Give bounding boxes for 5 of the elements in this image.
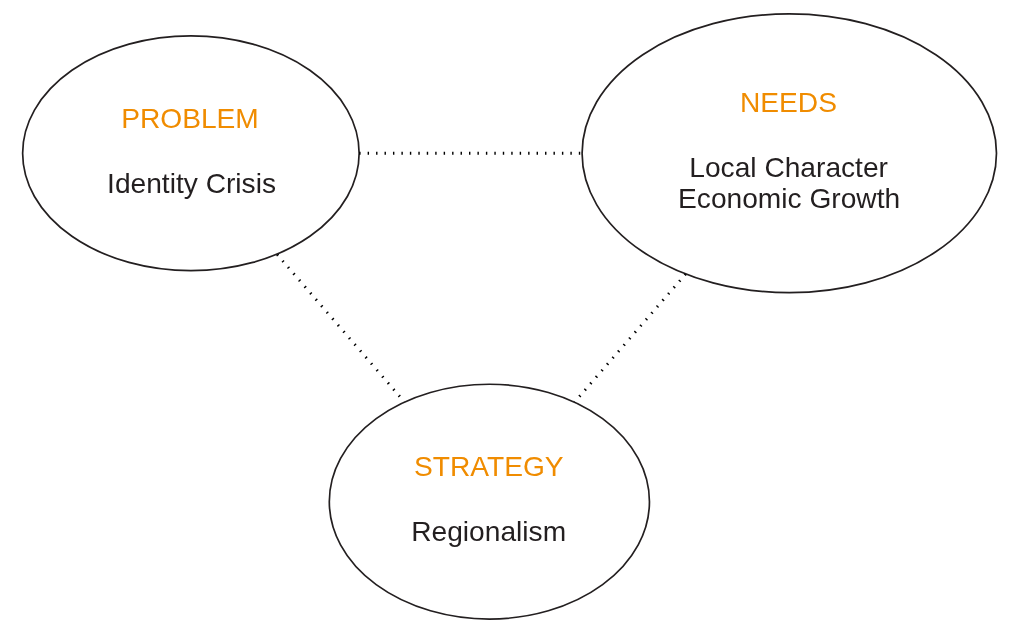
node-ellipse: PROBLEM Identity Crisis	[21, 35, 360, 272]
connector	[573, 273, 687, 403]
node-ellipse: NEEDS Local Character Economic Growth	[581, 13, 998, 294]
connector	[359, 151, 582, 155]
node-ellipse: STRATEGY Regionalism	[328, 383, 651, 620]
